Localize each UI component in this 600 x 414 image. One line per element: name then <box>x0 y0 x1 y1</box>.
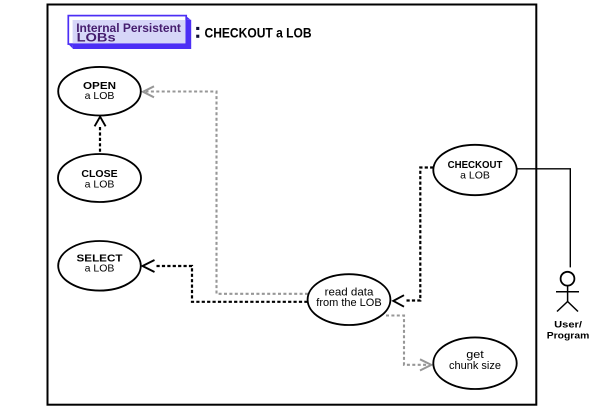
svg-text:Program: Program <box>547 331 590 342</box>
svg-text:SELECT: SELECT <box>77 253 123 264</box>
svg-text:LOBs: LOBs <box>77 31 116 44</box>
svg-text:read data: read data <box>325 287 375 299</box>
svg-text:a LOB: a LOB <box>85 90 115 102</box>
svg-text:a LOB: a LOB <box>85 263 115 275</box>
svg-text:User/: User/ <box>554 320 582 330</box>
svg-text:chunk size: chunk size <box>449 360 501 372</box>
svg-text:from the LOB: from the LOB <box>316 297 381 309</box>
svg-text:CLOSE: CLOSE <box>81 168 117 180</box>
svg-text:Internal Persistent: Internal Persistent <box>76 21 181 35</box>
svg-text:CHECKOUT a LOB: CHECKOUT a LOB <box>205 25 312 41</box>
svg-text:CHECKOUT: CHECKOUT <box>448 160 503 171</box>
svg-text:get: get <box>466 348 484 361</box>
svg-text:a LOB: a LOB <box>460 170 490 182</box>
svg-text:a LOB: a LOB <box>85 178 115 190</box>
svg-text:OPEN: OPEN <box>83 80 116 91</box>
